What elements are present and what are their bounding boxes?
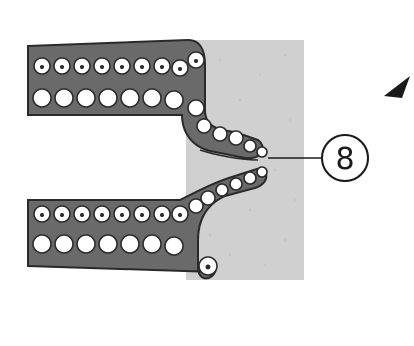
callout-circle — [321, 134, 369, 182]
arrow-icon — [384, 76, 410, 98]
upper-cell-layer — [27, 38, 268, 160]
callout-label: 8 — [335, 142, 354, 177]
tissue-texture — [208, 53, 297, 267]
cell-cleft — [199, 149, 259, 161]
lower-cell-layer — [27, 166, 268, 280]
